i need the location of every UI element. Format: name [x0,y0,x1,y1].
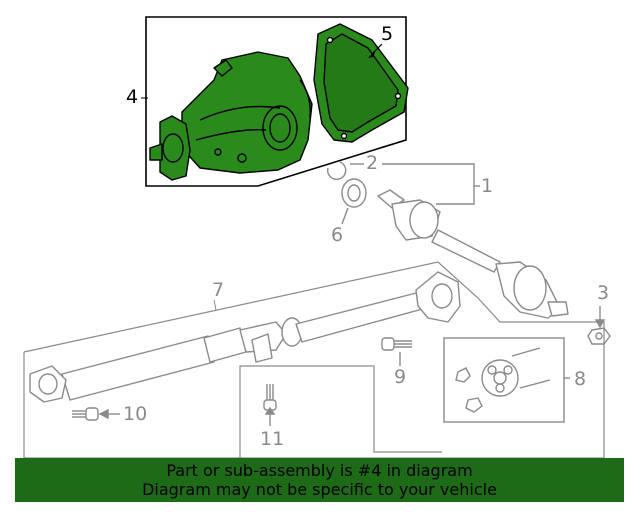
leader-5 [371,43,383,55]
leader-7 [213,299,217,311]
axle-shaft[interactable] [377,189,569,319]
bolt-11[interactable] [263,384,277,426]
bolt-9[interactable] [381,337,412,366]
axle-nut[interactable] [587,306,611,345]
callout-4: 4 [126,86,139,108]
callout-3: 3 [597,282,610,304]
callout-10: 10 [123,403,148,425]
differential-cover[interactable] [313,23,409,143]
snap-ring[interactable] [326,161,347,181]
flex-disc-kit[interactable] [443,337,570,423]
callout-6: 6 [331,224,344,246]
drive-shaft[interactable] [29,271,461,403]
callout-9: 9 [394,366,407,388]
leader-6 [341,207,349,225]
banner-line-1: Part or sub-assembly is #4 in diagram [166,461,473,480]
driveshaft-inner-box [239,365,442,458]
callout-11: 11 [260,428,285,450]
differential-housing[interactable] [149,51,313,181]
bracket-1 [382,163,475,205]
callout-8: 8 [574,368,587,390]
callout-5: 5 [381,23,394,45]
callout-1: 1 [481,175,494,197]
banner-line-2: Diagram may not be specific to your vehi… [142,480,497,499]
info-banner: Part or sub-assembly is #4 in diagram Di… [15,458,624,502]
callout-2: 2 [366,152,379,174]
callout-7: 7 [212,279,225,301]
bolt-10[interactable] [72,407,120,421]
seal[interactable] [341,178,367,208]
leader-5-arrow [368,50,376,58]
